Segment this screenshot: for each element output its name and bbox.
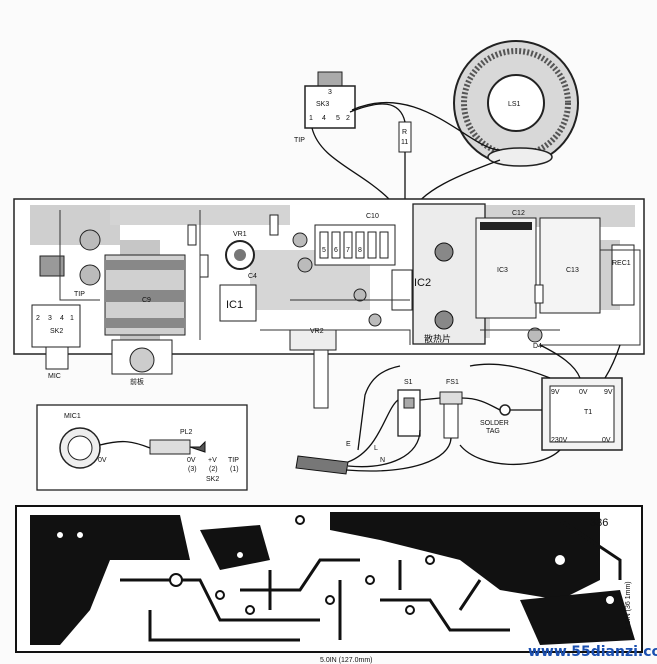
wire-n: N [380, 457, 385, 464]
socket-sk3: 3 SK3 1 4 5 2 TIP [294, 71, 356, 144]
sk2-pin-3: 3 [48, 315, 52, 322]
resistor-num-6: 6 [334, 247, 338, 254]
tap-9v-right: 9V [604, 389, 613, 396]
pcb-copper-layout: 336 1.5IN (36 1mm) 5.0IN (127.0mm) [15, 505, 643, 664]
vr2-label: VR2 [310, 328, 324, 335]
col-num-2: (2) [209, 466, 218, 473]
sk3-pin-1: 1 [309, 115, 313, 122]
sk3-label: SK3 [316, 101, 329, 108]
front-label: 前板 [130, 377, 144, 386]
mains-section: S1 FS1 T1 9V 0V 9V 230V 0V SOLDER TAG [295, 344, 623, 475]
sk2-pin-4: 4 [60, 315, 64, 322]
s1-label: S1 [404, 379, 413, 386]
watermark: www.55dianzi.com [528, 644, 657, 660]
tap-0v-bottom: 0V [602, 437, 611, 444]
inset-sk2: SK2 [206, 476, 219, 483]
pcb-size-label: 1.5IN (36 1mm) [625, 581, 632, 630]
sk2-label: SK2 [50, 328, 63, 335]
mic1-label: MIC1 [64, 413, 81, 420]
sk2-tip-label: TIP [74, 291, 85, 298]
ic1-label: IC1 [226, 299, 243, 311]
inset-0v: 0V [98, 457, 107, 464]
c9-label: C9 [142, 297, 151, 304]
col-tip: TIP [228, 457, 239, 464]
col-0v: 0V [187, 457, 196, 464]
wire-e: E [346, 441, 351, 448]
resistor-num-8: 8 [358, 247, 362, 254]
pcb-number: 336 [590, 517, 608, 529]
c4-label: C4 [248, 273, 257, 280]
sk3-pin-4: 4 [322, 115, 326, 122]
sk3-tip: TIP [294, 137, 305, 144]
t1-label: T1 [584, 409, 592, 416]
sk2-pin-1: 1 [70, 315, 74, 322]
sk2-pin-2: 2 [36, 315, 40, 322]
ic3-label: IC3 [497, 267, 508, 274]
resistor-num-7: 7 [346, 247, 350, 254]
pl2-label: PL2 [180, 429, 193, 436]
d4-label: D4 [533, 343, 542, 350]
component-board: C10 VR1 IC1 C4 C9 VR2 IC2 IC3 C13 C12 RE… [13, 198, 645, 409]
solder-tag-line2: TAG [486, 428, 500, 435]
fs1-label: FS1 [446, 379, 459, 386]
vr1-label: VR1 [233, 231, 247, 238]
c10-label: C10 [366, 213, 379, 220]
tap-9v-left: 9V [551, 389, 560, 396]
resistor-r11: R 11 [398, 121, 412, 153]
resistor-num-5: 5 [322, 247, 326, 254]
sk3-pin-5: 5 [336, 115, 340, 122]
mic-label: MIC [48, 373, 61, 380]
speaker-ls1: LS1 [453, 40, 579, 167]
col-num-1: (1) [230, 466, 239, 473]
col-plus-v: +V [208, 457, 217, 464]
rec1-label: REC1 [612, 260, 631, 267]
c12-label: C12 [512, 210, 525, 217]
speaker-label: LS1 [508, 101, 521, 108]
sk3-top-pin: 3 [328, 89, 332, 96]
tap-0v-top: 0V [579, 389, 588, 396]
solder-tag-line1: SOLDER [480, 420, 509, 427]
r11-label-r: R [402, 129, 407, 136]
col-num-3: (3) [188, 466, 197, 473]
r11-label-num: 11 [401, 139, 408, 146]
wire-l: L [374, 445, 378, 452]
heatsink-label: 散热片 [424, 333, 451, 344]
tap-230v: 230V [551, 437, 568, 444]
ic2-label: IC2 [414, 277, 431, 289]
sk3-pin-2: 2 [346, 115, 350, 122]
pcb-bottom-caption: 5.0IN (127.0mm) [320, 657, 373, 664]
c13-label: C13 [566, 267, 579, 274]
mic-inset: MIC1 PL2 0V 0V +V TIP (3) (2) (1) SK2 [36, 404, 248, 491]
